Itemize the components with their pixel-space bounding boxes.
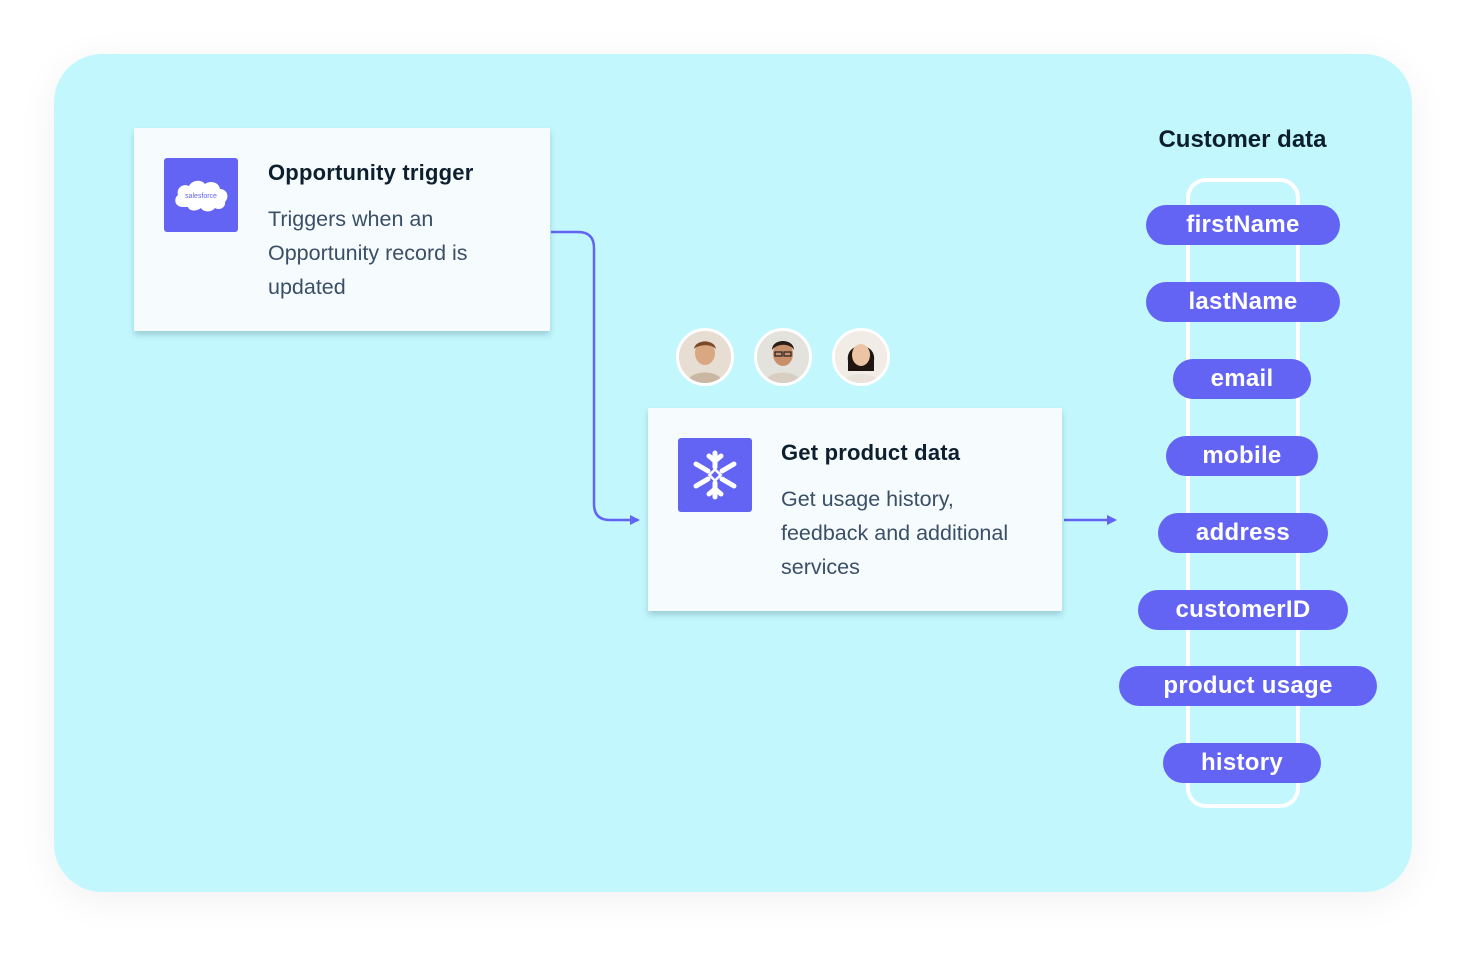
person-avatar	[754, 328, 812, 386]
field-chip-lastname[interactable]: lastName	[1146, 282, 1340, 322]
snowflake-icon	[678, 438, 752, 512]
person-avatar	[676, 328, 734, 386]
customer-data-title: Customer data	[1130, 126, 1355, 154]
field-chip-history[interactable]: history	[1163, 743, 1321, 783]
customer-data-rail	[1186, 178, 1300, 808]
product-card-description: Get usage history, feedback and addition…	[781, 482, 1021, 584]
trigger-card-description: Triggers when an Opportunity record is u…	[268, 202, 518, 304]
product-card-title: Get product data	[781, 440, 960, 466]
field-chip-customerid[interactable]: customerID	[1138, 590, 1348, 630]
field-chip-email[interactable]: email	[1173, 359, 1311, 399]
svg-text:salesforce: salesforce	[185, 193, 217, 200]
trigger-card-title: Opportunity trigger	[268, 160, 473, 186]
field-chip-mobile[interactable]: mobile	[1166, 436, 1318, 476]
opportunity-trigger-card[interactable]: salesforce Opportunity trigger Triggers …	[134, 128, 550, 331]
field-chip-product-usage[interactable]: product usage	[1119, 666, 1377, 706]
person-avatar	[832, 328, 890, 386]
get-product-data-card[interactable]: Get product data Get usage history, feed…	[648, 408, 1062, 611]
field-chip-firstname[interactable]: firstName	[1146, 205, 1340, 245]
salesforce-icon: salesforce	[164, 158, 238, 232]
trigger-to-product-connector	[551, 232, 638, 520]
field-chip-address[interactable]: address	[1158, 513, 1328, 553]
